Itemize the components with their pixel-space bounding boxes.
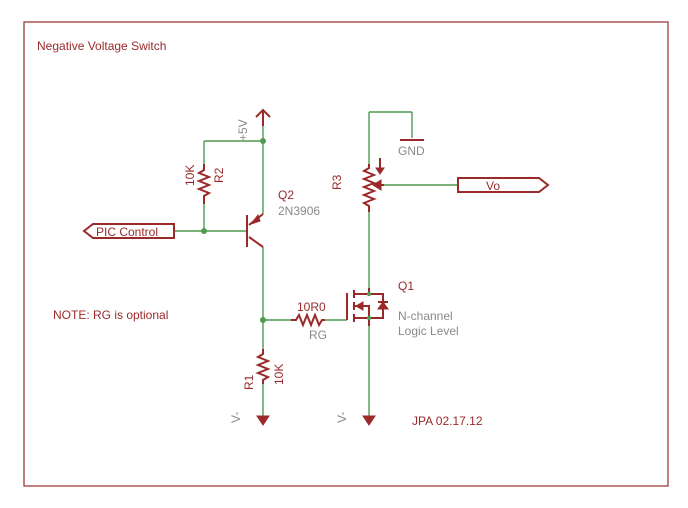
rg-name: RG [309,328,327,342]
note-text: NOTE: RG is optional [53,308,168,322]
junction-dot [201,228,207,234]
supply-neg-symbol [256,415,270,426]
transistor-q2 [246,213,264,248]
output-port-vo [457,177,550,193]
r2-value: 10K [183,165,197,186]
output-port-label: Vo [486,179,500,193]
q1-value-line2: Logic Level [398,324,459,338]
junction-dot [366,315,372,321]
potentiometer-r3 [361,158,385,212]
sheet-frame [23,21,669,487]
supply-pos-symbol [255,108,271,126]
mosfet-q1 [346,288,389,326]
q1-name: Q1 [398,279,414,293]
supply-pos-label: +5V [236,119,250,141]
junction-dot [260,138,266,144]
author-date: JPA 02.17.12 [412,414,483,428]
supply-neg-label: V- [229,412,243,423]
ground-label: GND [398,144,425,158]
r1-name: R1 [242,374,256,390]
resistor-r2 [196,164,212,204]
resistor-r1 [255,349,271,384]
junction-dot [260,317,266,323]
junction-dot [366,291,372,297]
rg-value: 10R0 [297,300,326,314]
q2-value: 2N3906 [278,204,320,218]
resistor-rg [291,312,325,328]
r1-value: 10K [272,364,286,385]
q1-value-line1: N-channel [398,309,453,323]
input-port-pic-control [82,223,175,239]
supply-neg-label: V- [335,412,349,423]
q2-name: Q2 [278,188,294,202]
r2-name: R2 [212,167,226,183]
input-port-label: PIC Control [96,225,158,239]
wires [174,111,458,416]
schematic-title: Negative Voltage Switch [37,39,166,53]
supply-neg-symbol [362,415,376,426]
r3-name: R3 [330,174,344,190]
